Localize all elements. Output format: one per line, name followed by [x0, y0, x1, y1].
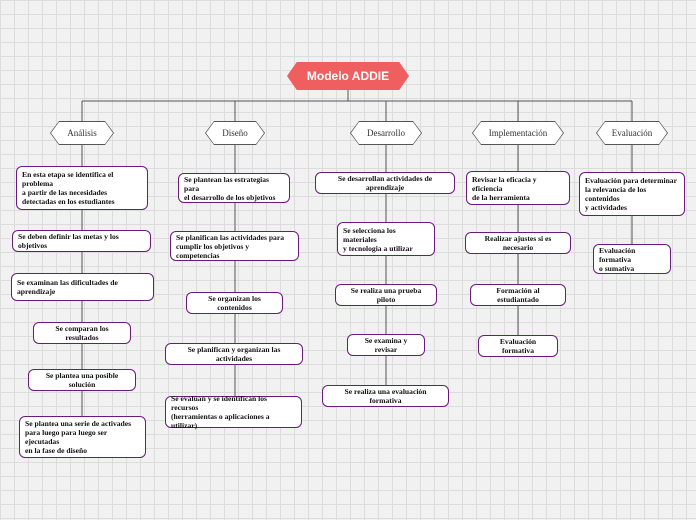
branch-label: Implementación	[488, 128, 548, 138]
branch-label: Análisis	[67, 128, 97, 138]
branch-label: Desarrollo	[367, 128, 405, 138]
desarrollo-item-4[interactable]: Se examina y revisar	[347, 334, 425, 356]
evaluacion-item-2[interactable]: Evaluación formativa o sumativa	[593, 244, 671, 274]
analisis-item-3[interactable]: Se examinan las dificultades de aprendiz…	[11, 273, 154, 301]
desarrollo-item-2[interactable]: Se selecciona los materiales y tecnologi…	[337, 222, 435, 256]
implementacion-item-4[interactable]: Evaluación formativa	[478, 335, 558, 357]
implementacion-item-1[interactable]: Revisar la eficacia y eficiencia de la h…	[466, 171, 570, 205]
diseno-item-3[interactable]: Se organizan los contenidos	[186, 292, 283, 314]
desarrollo-item-3[interactable]: Se realiza una prueba piloto	[335, 284, 437, 306]
branch-label: Diseño	[222, 128, 248, 138]
branch-evaluacion[interactable]: Evaluación	[596, 121, 668, 145]
analisis-item-5[interactable]: Se plantea una posible solución	[28, 369, 136, 391]
diseno-item-4[interactable]: Se planifican y organizan las actividade…	[165, 343, 303, 365]
desarrollo-item-5[interactable]: Se realiza una evaluación formativa	[322, 385, 449, 407]
implementacion-item-2[interactable]: Realizar ajustes si es necesario	[465, 232, 571, 254]
branch-analisis[interactable]: Análisis	[50, 121, 114, 145]
implementacion-item-3[interactable]: Formación al estudiantado	[470, 284, 566, 306]
root-label: Modelo ADDIE	[306, 69, 390, 83]
root-node[interactable]: Modelo ADDIE	[287, 62, 409, 90]
evaluacion-item-1[interactable]: Evaluación para determinar la relevancia…	[579, 172, 685, 216]
analisis-item-1[interactable]: En esta etapa se identifica el problema …	[16, 166, 148, 210]
analisis-item-6[interactable]: Se plantea una serie de activades para l…	[19, 416, 146, 458]
analisis-item-2[interactable]: Se deben definir las metas y los objetiv…	[12, 230, 151, 252]
diseno-item-1[interactable]: Se plantean las estrategias para el desa…	[178, 173, 290, 203]
analisis-item-4[interactable]: Se comparan los resultados	[33, 322, 131, 344]
branch-diseno[interactable]: Diseño	[205, 121, 265, 145]
branch-desarrollo[interactable]: Desarrollo	[350, 121, 422, 145]
branch-implementacion[interactable]: Implementación	[472, 121, 564, 145]
diseno-item-2[interactable]: Se planifican las actividades para cumpl…	[170, 231, 299, 261]
diseno-item-5[interactable]: Se evalúan y se identifican los recursos…	[165, 394, 302, 430]
desarrollo-item-1[interactable]: Se desarrollan actividades de aprendizaj…	[315, 172, 455, 194]
branch-label: Evaluación	[611, 128, 653, 138]
